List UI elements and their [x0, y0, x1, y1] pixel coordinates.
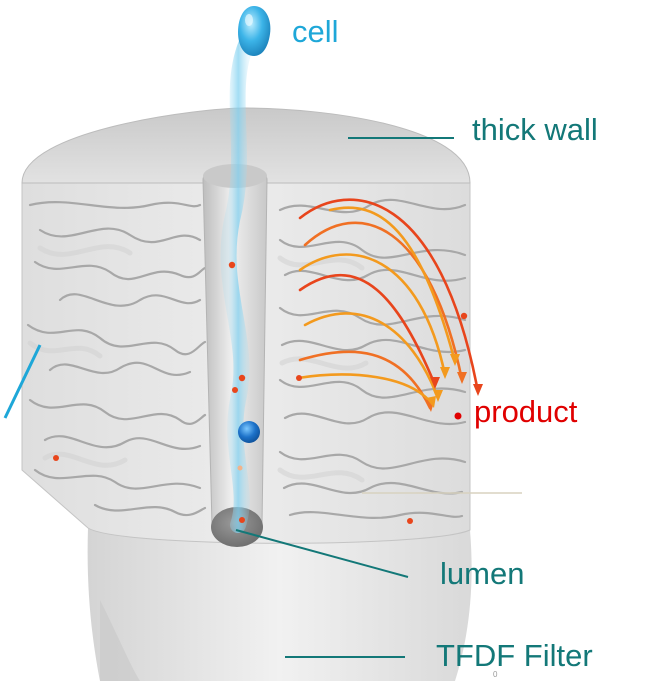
thick-wall-label: thick wall [472, 112, 598, 148]
filter-body [88, 528, 472, 681]
product-label: product [474, 394, 577, 430]
cell-droplet-icon [238, 6, 270, 56]
page-number: 0 [493, 670, 497, 679]
cell-label: cell [292, 14, 339, 50]
cell-in-lumen-icon [238, 421, 260, 443]
tfdf-filter-label: TFDF Filter [436, 638, 593, 674]
lumen-label: lumen [440, 556, 524, 592]
product-dot-icon [455, 413, 462, 420]
